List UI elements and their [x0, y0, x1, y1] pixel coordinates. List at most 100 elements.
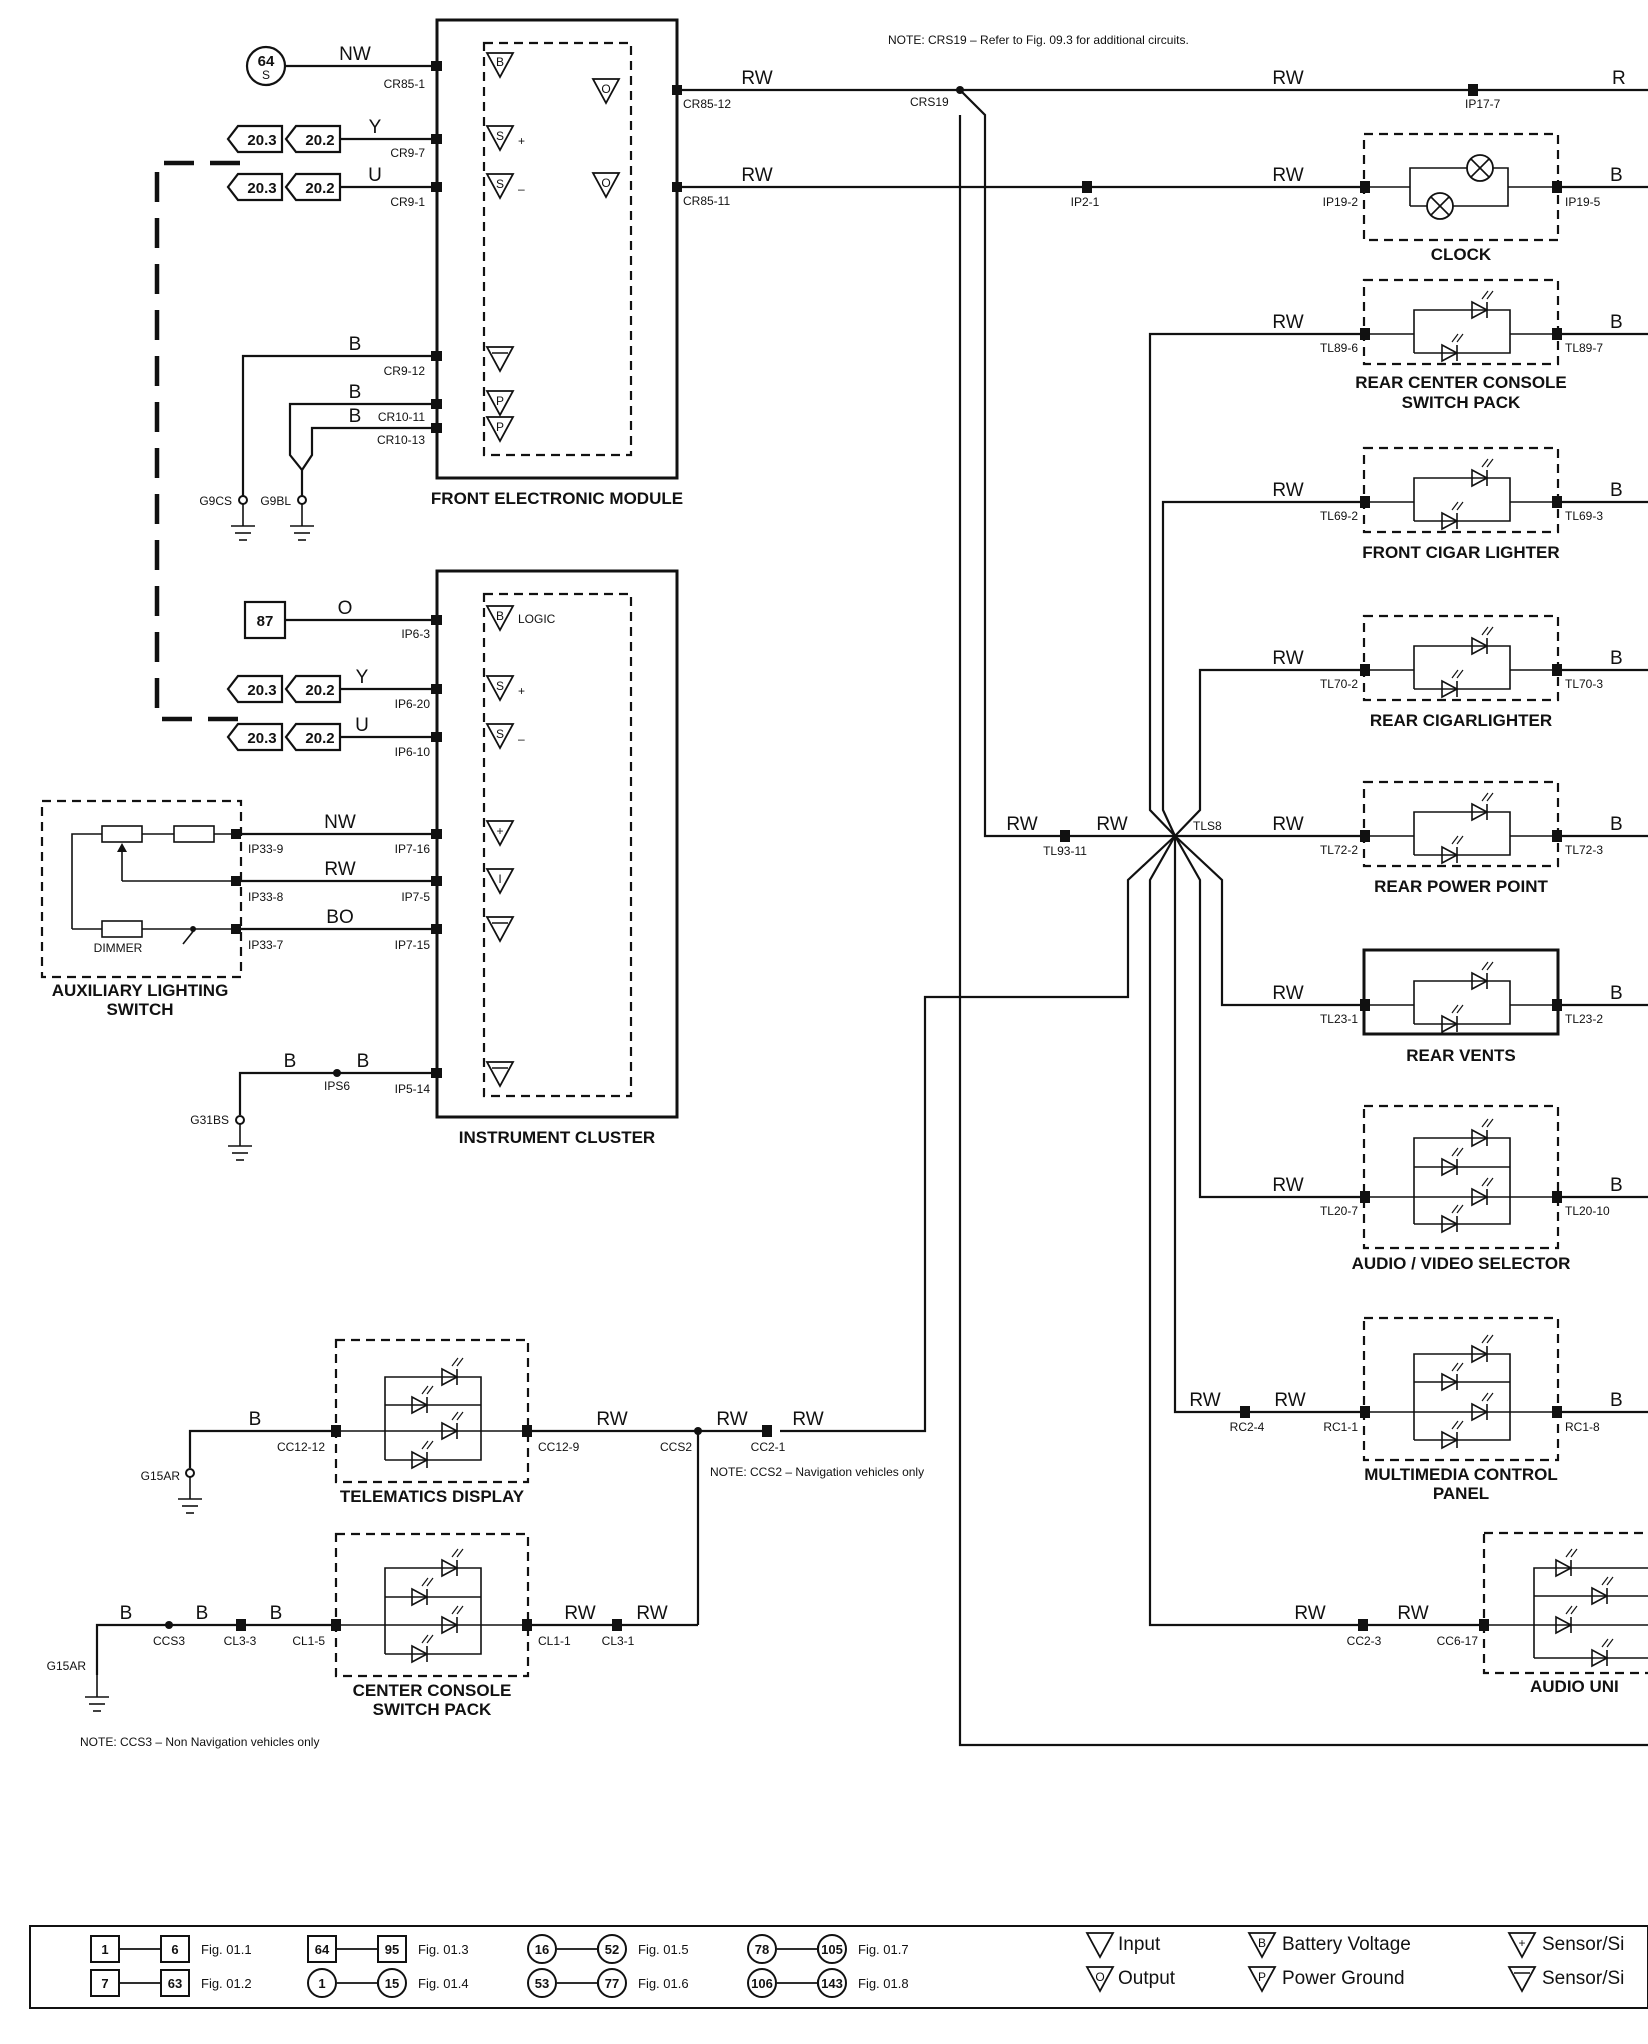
wire-rw-rv: RW — [1272, 983, 1303, 1004]
wire-b-avs: B — [1610, 1175, 1623, 1196]
legend-ref-item: 7 63 Fig. 01.2 — [90, 1969, 252, 1997]
pin-tl89-6: TL89-6 — [1320, 341, 1358, 355]
pin-ip19-2: IP19-2 — [1323, 195, 1359, 209]
sym-minus1: – — [518, 182, 525, 196]
ref-20-2-d: 20.2 — [305, 730, 334, 747]
legend-power-ground: Power Ground — [1282, 1968, 1405, 1989]
pin-rc2-4: RC2-4 — [1230, 1420, 1265, 1434]
wire-b-ic-1: B — [284, 1051, 297, 1072]
wire-rw-4: RW — [1272, 165, 1303, 186]
wire-rw-5: RW — [1006, 814, 1037, 835]
aux-label-1: AUXILIARY LIGHTING — [52, 981, 229, 1000]
ccsp-label-1: CENTER CONSOLE — [353, 1681, 512, 1700]
pin-g15ar-2: G15AR — [47, 1659, 87, 1673]
multimedia-control-panel: RC1-1 RC1-8 MULTIMEDIA CONTROL PANEL B — [1323, 1316, 1648, 1503]
note-ccs3: NOTE: CCS3 – Non Navigation vehicles onl… — [80, 1735, 319, 1749]
legend-ref-end: 63 — [168, 1976, 182, 1991]
pin-tl70-2: TL70-2 — [1320, 677, 1358, 691]
pin-tl23-1: TL23-1 — [1320, 1012, 1358, 1026]
wire-b-rv: B — [1610, 983, 1623, 1004]
pin-cc2-1: CC2-1 — [751, 1440, 786, 1454]
ref-64-s: S — [262, 68, 270, 82]
pin-ip33-7: IP33-7 — [248, 938, 284, 952]
pin-tl70-3: TL70-3 — [1565, 677, 1603, 691]
legend-ref-item: 53 77 Fig. 01.6 — [527, 1968, 689, 1998]
wire-rw-1: RW — [741, 68, 772, 89]
ref-20-3-a: 20.3 — [247, 132, 276, 149]
legend-ref-start: 53 — [535, 1976, 549, 1991]
rear-center-console-switch-pack: RW TL89-6 TL89-7 REAR CENTER CONSOLE SWI… — [1272, 278, 1648, 412]
wire-b-fcl: B — [1610, 480, 1623, 501]
pin-cc12-12: CC12-12 — [277, 1440, 325, 1454]
wire-y-fem: Y — [369, 117, 382, 138]
legend-ref-start: 64 — [315, 1942, 330, 1957]
wire-b-clock: B — [1610, 165, 1623, 186]
legend-ref-end: 77 — [605, 1976, 619, 1991]
legend-ref-start: 1 — [318, 1976, 325, 1991]
sym-s3: S — [496, 679, 504, 693]
pin-ip7-5: IP7-5 — [401, 890, 430, 904]
pin-ip33-8: IP33-8 — [248, 890, 284, 904]
wire-y-ic: Y — [356, 667, 369, 688]
pin-cr85-11: CR85-11 — [683, 194, 730, 208]
pin-cl3-3: CL3-3 — [224, 1634, 257, 1648]
wire-b-ccsp1: B — [120, 1603, 133, 1624]
pin-cc6-17: CC6-17 — [1437, 1634, 1479, 1648]
pin-tl72-3: TL72-3 — [1565, 843, 1603, 857]
legend-battery: Battery Voltage — [1282, 1934, 1411, 1955]
wire-rw-au2: RW — [1397, 1603, 1428, 1624]
ref-20-2-c: 20.2 — [305, 682, 334, 699]
wire-b-tel: B — [249, 1409, 262, 1430]
wire-rw-ccsp2: RW — [636, 1603, 667, 1624]
legend-fig: Fig. 01.6 — [638, 1976, 689, 1991]
wire-b-ic-2: B — [357, 1051, 370, 1072]
wire-rw-ccsp1: RW — [564, 1603, 595, 1624]
rear-power-point: RW TL72-2 TL72-3 REAR POWER POINT B — [1272, 780, 1648, 896]
legend-fig: Fig. 01.2 — [201, 1976, 252, 1991]
wire-b-fem-3: B — [349, 406, 362, 427]
sym-s2: S — [496, 177, 504, 191]
legend-ref-end: 143 — [821, 1976, 843, 1991]
heavy-dashed-link — [154, 160, 240, 722]
wire-nw-ic: NW — [324, 812, 356, 833]
fcl-label: FRONT CIGAR LIGHTER — [1362, 543, 1559, 562]
wire-rw-tel1: RW — [596, 1409, 627, 1430]
front-electronic-module: FRONT ELECTRONIC MODULE — [431, 18, 683, 508]
audio-unit: CC6-17 AUDIO UNI — [1437, 1531, 1648, 1696]
wire-rw-mcp1: RW — [1189, 1390, 1220, 1411]
ref-20-2-b: 20.2 — [305, 180, 334, 197]
pin-cr10-13: CR10-13 — [377, 433, 425, 447]
pin-ips6: IPS6 — [324, 1079, 350, 1093]
wire-u-ic: U — [355, 715, 369, 736]
pin-ccs3: CCS3 — [153, 1634, 185, 1648]
pin-ip2-1: IP2-1 — [1071, 195, 1100, 209]
pin-cl1-1: CL1-1 — [538, 1634, 571, 1648]
legend-ref-start: 7 — [101, 1976, 108, 1991]
wire-b-rcl: B — [1610, 648, 1623, 669]
pin-cl3-1: CL3-1 — [602, 1634, 635, 1648]
wire-b-ccsp3: B — [270, 1603, 283, 1624]
pin-cr9-1: CR9-1 — [390, 195, 425, 209]
front-cigar-lighter: RW TL69-2 TL69-3 FRONT CIGAR LIGHTER B — [1272, 446, 1648, 562]
sym-plus3: + — [496, 824, 503, 838]
ref-20-3-c: 20.3 — [247, 682, 276, 699]
pin-tl93-11: TL93-11 — [1043, 844, 1087, 858]
wire-rw-6: RW — [1096, 814, 1127, 835]
note-crs19: NOTE: CRS19 – Refer to Fig. 09.3 for add… — [888, 33, 1189, 47]
sym-plus1: + — [518, 134, 525, 148]
wire-r-cut: R — [1612, 68, 1626, 89]
legend-ref-end: 15 — [385, 1976, 399, 1991]
wire-rw-tel3: RW — [792, 1409, 823, 1430]
ref-20-2-a: 20.2 — [305, 132, 334, 149]
pin-ip6-10: IP6-10 — [395, 745, 431, 759]
pin-tl20-7: TL20-7 — [1320, 1204, 1358, 1218]
wire-u-fem: U — [368, 165, 382, 186]
pin-cl1-5: CL1-5 — [292, 1634, 325, 1648]
wire-rw-2: RW — [1272, 68, 1303, 89]
